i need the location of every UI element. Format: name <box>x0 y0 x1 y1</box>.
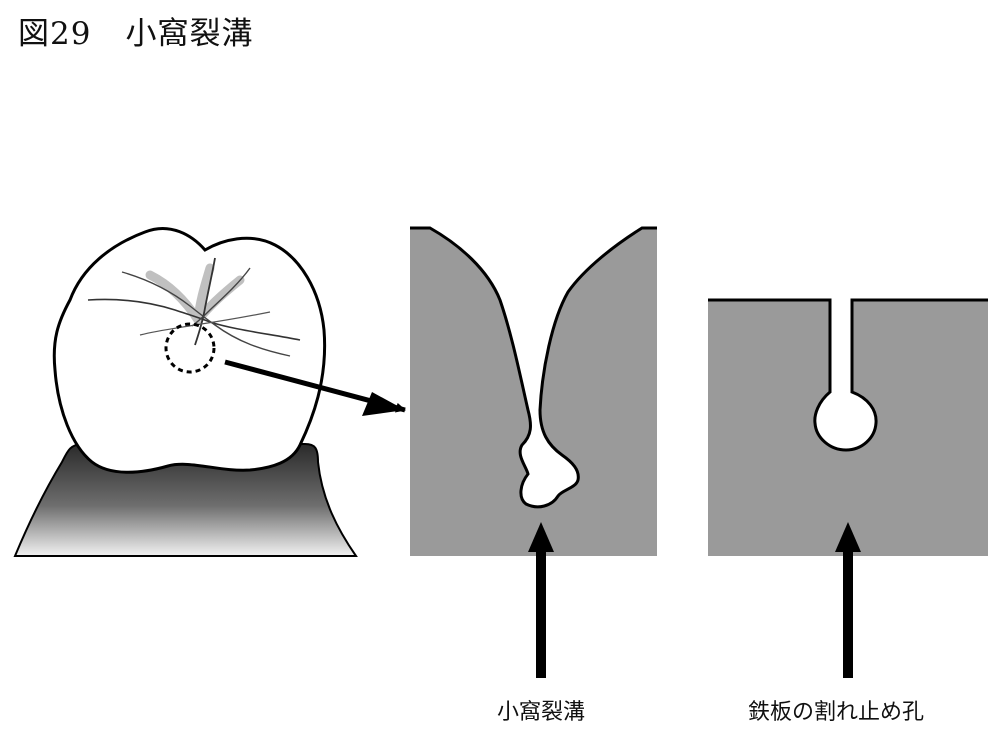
steel-plate-outline <box>708 298 988 452</box>
fissure-arrow-shaft <box>536 548 546 678</box>
steel-arrow-head <box>835 522 861 552</box>
tooth-illustration <box>13 227 358 557</box>
tooth-crown <box>52 227 327 474</box>
steel-stop-hole-label: 鉄板の割れ止め孔 <box>747 700 925 725</box>
steel-plate-panel <box>708 300 988 556</box>
fissure-shading <box>145 263 245 325</box>
fissure-label: 小窩裂溝 <box>496 700 586 725</box>
figure-title: 図29 小窩裂溝 <box>18 8 253 53</box>
gum-tissue <box>13 443 358 557</box>
occlusal-fissures <box>87 257 301 357</box>
figure-number: 図29 <box>18 16 92 52</box>
fissure-pointer-arrow <box>528 522 554 678</box>
steel-pointer-arrow <box>835 522 861 678</box>
fissure-arrow-head <box>528 522 554 552</box>
fissure-cross-section <box>410 226 657 556</box>
fissure-line-main <box>87 298 301 341</box>
zoom-marker-circle <box>164 322 216 374</box>
fissure-outline <box>410 226 657 509</box>
fissure-line-4 <box>191 267 251 327</box>
fissure-panel <box>410 228 657 556</box>
steel-plate-cross-section <box>708 298 988 556</box>
zoom-arrow-head <box>362 392 405 416</box>
steel-arrow-shaft <box>843 548 853 678</box>
figure-caption: 小窩裂溝 <box>125 16 254 52</box>
fissure-line-3 <box>194 257 216 346</box>
